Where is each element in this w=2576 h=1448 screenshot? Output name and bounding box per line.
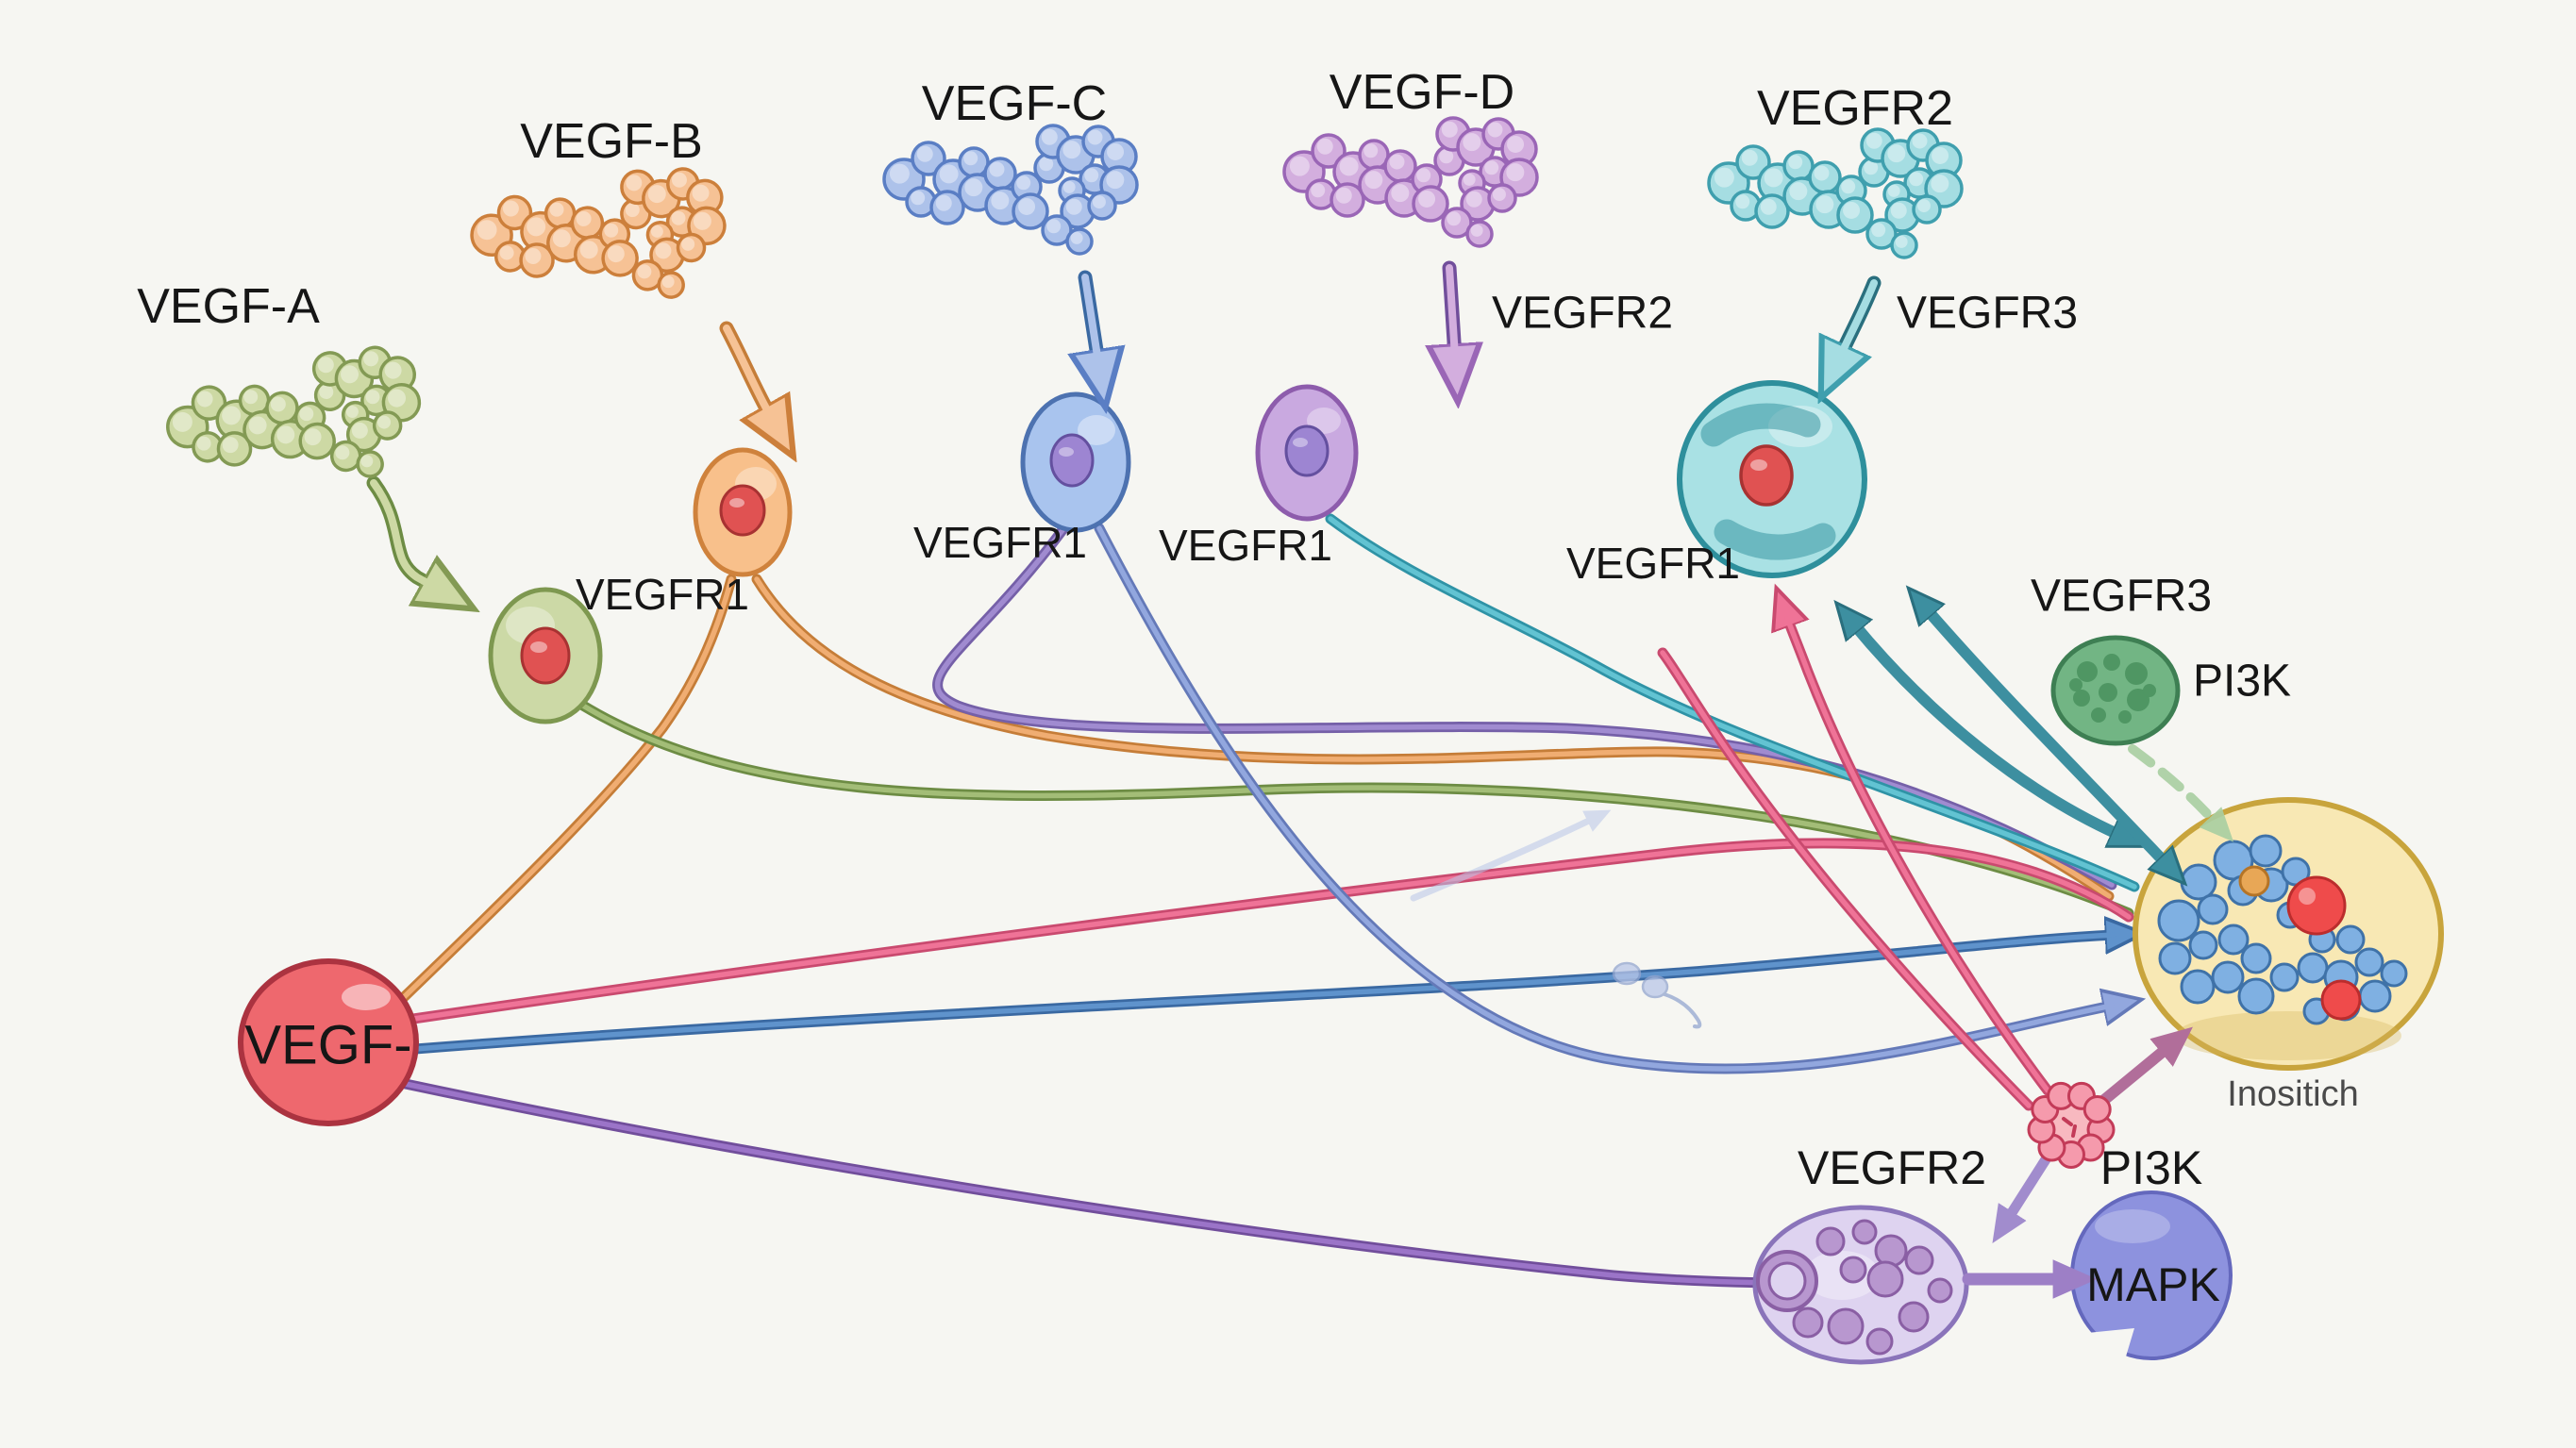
cell-vegfr1-blue bbox=[1020, 391, 1131, 533]
vegf-hub-circle bbox=[238, 958, 419, 1126]
label-vegfr1-c: VEGFR1 bbox=[1159, 521, 1332, 570]
molecule-vegfr2 bbox=[1707, 127, 1964, 259]
label-vegfr2-top: VEGFR2 bbox=[1757, 81, 1953, 136]
label-vegf-a: VEGF-A bbox=[137, 279, 320, 334]
label-vegfr1-b: VEGFR1 bbox=[913, 518, 1087, 567]
pink-rosette-complex bbox=[2027, 1081, 2116, 1169]
molecule-vegf-a bbox=[166, 345, 422, 478]
label-vegfr1-d: VEGFR1 bbox=[1566, 539, 1740, 588]
mapk-blob bbox=[2070, 1190, 2233, 1366]
molecule-vegf-b bbox=[470, 167, 727, 299]
faint-cell-doodle bbox=[1612, 961, 1702, 1029]
cell-vegfr2-oval bbox=[1752, 1205, 1969, 1365]
cells-layer bbox=[238, 380, 2444, 1366]
ligand-arrows-layer bbox=[366, 260, 1882, 587]
label-vegfr1-a: VEGFR1 bbox=[576, 570, 749, 619]
cell-vegfr1-purple bbox=[1255, 384, 1359, 522]
label-pi3k-bottom: PI3K bbox=[2100, 1141, 2202, 1194]
label-vegf-hub: VEGF- bbox=[244, 1015, 411, 1076]
pathway-connector-lines bbox=[395, 513, 2134, 1289]
cell-vegfr3-teal bbox=[1677, 380, 1867, 578]
label-vegfr3-right: VEGFR3 bbox=[2031, 572, 2212, 622]
cell-pi3k-green bbox=[2050, 635, 2181, 746]
label-vegf-b: VEGF-B bbox=[520, 114, 703, 169]
label-mapk: MAPK bbox=[2086, 1258, 2220, 1311]
label-pi3k-right: PI3K bbox=[2193, 657, 2291, 707]
cell-vegfr1-orange bbox=[693, 447, 793, 577]
signal-arrows-layer bbox=[1410, 609, 2234, 1299]
cell-vegfr1-green bbox=[488, 587, 603, 724]
label-vegfr3-top: VEGFR3 bbox=[1897, 289, 2078, 339]
label-vegf-c: VEGF-C bbox=[922, 76, 1107, 131]
label-vegfr2-bottom: VEGFR2 bbox=[1798, 1141, 1986, 1194]
label-inositol: Inositich bbox=[2227, 1074, 2358, 1114]
cell-inositol-yellow bbox=[2133, 797, 2444, 1071]
molecule-vegf-d bbox=[1282, 116, 1539, 248]
molecule-vegf-c bbox=[882, 124, 1139, 256]
label-vegfr2-mid: VEGFR2 bbox=[1492, 289, 1673, 339]
label-vegf-d: VEGF-D bbox=[1330, 65, 1514, 120]
